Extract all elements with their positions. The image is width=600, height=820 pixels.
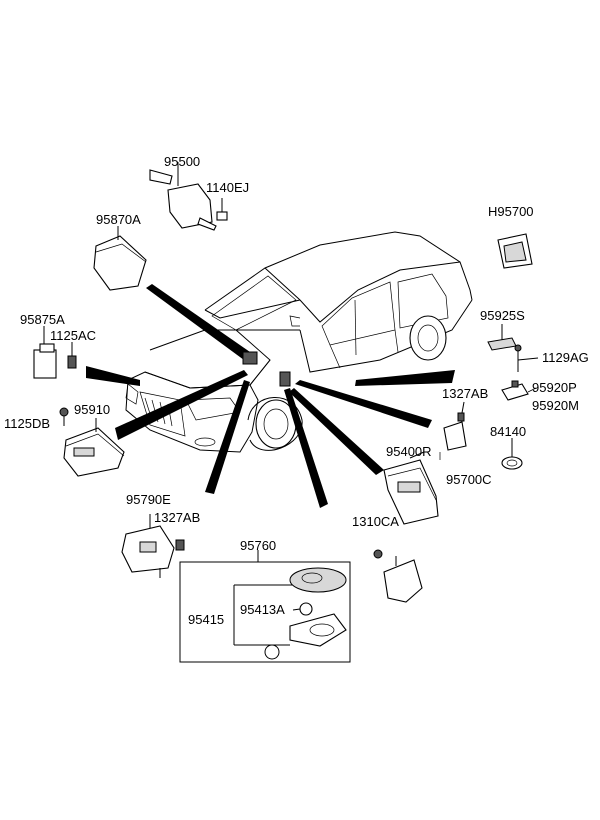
label-95910: 95910 bbox=[74, 402, 110, 417]
bolt-1140ej-icon bbox=[216, 198, 228, 221]
label-95870a: 95870A bbox=[96, 212, 141, 227]
part-labels: 95500 1140EJ H95700 95870A 95875A 1125AC… bbox=[4, 154, 589, 627]
part-95870a-module bbox=[93, 226, 147, 291]
label-1125ac: 1125AC bbox=[50, 328, 96, 343]
bolt-1125ac-icon bbox=[67, 342, 77, 369]
label-1129ag: 1129AG bbox=[542, 350, 589, 365]
bolt-1129ag-icon bbox=[514, 344, 539, 372]
label-95500: 95500 bbox=[164, 154, 200, 169]
label-1327ab-right: 1327AB bbox=[442, 386, 488, 401]
label-95790e: 95790E bbox=[126, 492, 171, 507]
label-95760: 95760 bbox=[240, 538, 276, 553]
part-95400r-receiver bbox=[383, 451, 439, 525]
label-1327ab-left: 1327AB bbox=[154, 510, 200, 525]
keyset-95760-box bbox=[179, 550, 351, 663]
nut-1310ca-icon bbox=[373, 549, 383, 559]
part-95875a-sensor bbox=[33, 326, 57, 379]
label-95875a: 95875A bbox=[20, 312, 65, 327]
part-95790e-module bbox=[121, 514, 175, 578]
clip-1327ab-left-icon bbox=[175, 539, 185, 551]
part-84140-plug bbox=[501, 438, 523, 470]
part-95910-ecu bbox=[63, 418, 125, 477]
leader-lines bbox=[439, 326, 537, 460]
part-95700c-unit bbox=[443, 421, 467, 451]
part-95500-sensor bbox=[149, 162, 217, 231]
label-h95700: H95700 bbox=[488, 204, 534, 219]
label-95920m: 95920M bbox=[532, 398, 579, 413]
label-1125db: 1125DB bbox=[4, 416, 50, 431]
label-95700c: 95700C bbox=[446, 472, 492, 487]
label-95925s: 95925S bbox=[480, 308, 525, 323]
label-95415: 95415 bbox=[188, 612, 224, 627]
label-95413a: 95413A bbox=[240, 602, 285, 617]
clip-1327ab-right-icon bbox=[457, 401, 465, 422]
bolt-1125db-icon bbox=[59, 407, 69, 426]
label-84140: 84140 bbox=[490, 424, 526, 439]
part-95920p-sensor bbox=[501, 380, 529, 401]
label-1140ej: 1140EJ bbox=[206, 180, 249, 195]
part-h95700-unit bbox=[497, 233, 533, 269]
label-95400r: 95400R bbox=[386, 444, 432, 459]
label-1310ca: 1310CA bbox=[352, 514, 399, 529]
label-95920p: 95920P bbox=[532, 380, 577, 395]
pointer-wedges bbox=[86, 284, 455, 508]
part-control-box bbox=[383, 556, 423, 603]
